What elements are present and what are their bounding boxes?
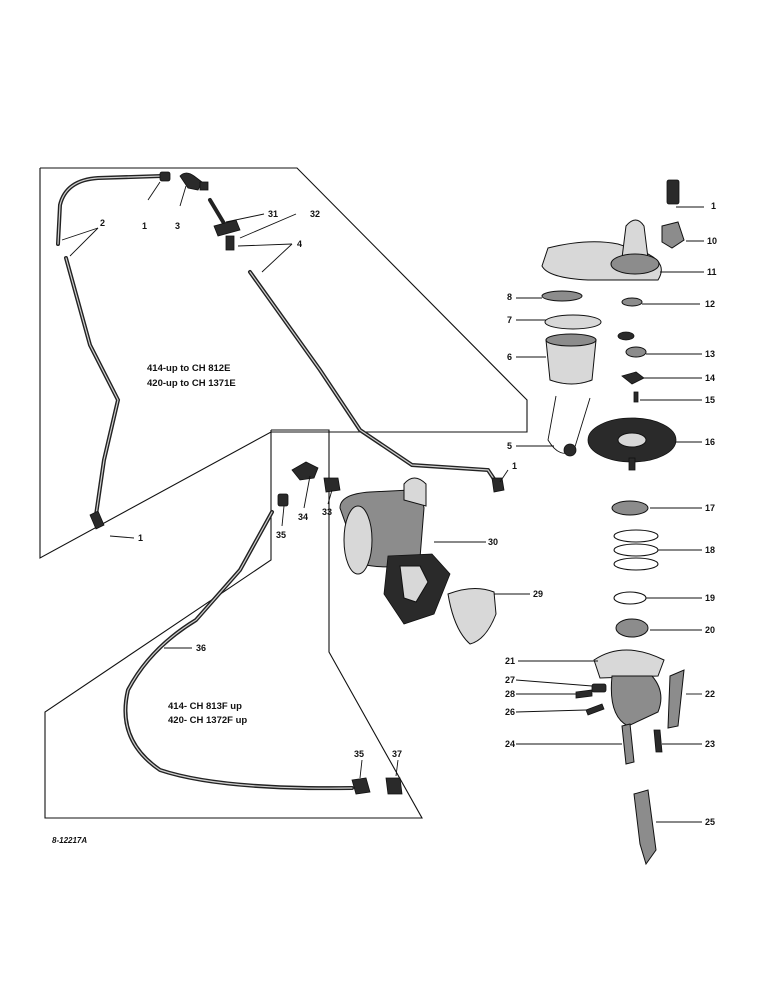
callout-29: 29 bbox=[533, 589, 543, 599]
pin-23 bbox=[653, 729, 663, 753]
callout-30: 30 bbox=[488, 537, 498, 547]
valve-parts-12-15 bbox=[617, 297, 647, 403]
upper-fuel-line-4 bbox=[208, 198, 505, 493]
callout-34: 34 bbox=[298, 512, 308, 522]
fuel-pump-assembly bbox=[339, 477, 451, 625]
note-line-3: 414- CH 813F up bbox=[168, 701, 242, 712]
callout-32: 32 bbox=[310, 209, 320, 219]
callout-16: 16 bbox=[705, 437, 715, 447]
callout-12: 12 bbox=[705, 299, 715, 309]
callout-4: 4 bbox=[297, 239, 302, 249]
callout-8: 8 bbox=[507, 292, 512, 302]
callout-35-upper: 35 bbox=[276, 530, 286, 540]
callout-6: 6 bbox=[507, 352, 512, 362]
lower-fittings bbox=[277, 461, 403, 795]
link-24 bbox=[621, 723, 635, 765]
callout-35-lower: 35 bbox=[354, 749, 364, 759]
lever-22 bbox=[667, 669, 685, 729]
callout-3: 3 bbox=[175, 221, 180, 231]
bail-5 bbox=[547, 395, 591, 457]
upper-group-frame bbox=[39, 167, 528, 559]
upper-fuel-line-2 bbox=[56, 174, 164, 530]
leader-lines bbox=[61, 181, 704, 823]
pump-body-21 bbox=[593, 649, 665, 727]
note-line-1: 414-up to CH 812E bbox=[147, 363, 230, 374]
callout-21: 21 bbox=[505, 656, 515, 666]
callout-36: 36 bbox=[196, 643, 206, 653]
retainer-17 bbox=[611, 500, 649, 516]
spring-18 bbox=[613, 529, 659, 571]
rocker-arm-25 bbox=[633, 789, 657, 866]
figure-id: 8-12217A bbox=[52, 836, 87, 845]
fuel-bowl-6 bbox=[545, 333, 597, 385]
callout-24: 24 bbox=[505, 739, 515, 749]
upper-group-note: 414-up to CH 812E 420-up to CH 1371E bbox=[147, 363, 236, 389]
callout-14: 14 bbox=[705, 373, 715, 383]
callout-10: 10 bbox=[707, 236, 717, 246]
gasket-7 bbox=[544, 314, 602, 330]
note-line-4: 420- CH 1372F up bbox=[168, 715, 247, 726]
callout-2: 2 bbox=[100, 218, 105, 228]
gasket-29 bbox=[447, 588, 497, 645]
callout-1-center: 1 bbox=[512, 461, 517, 471]
callout-labels: 1 2 3 31 32 4 1 1 1 10 11 8 12 7 13 6 14… bbox=[100, 201, 717, 827]
lower-group-frame bbox=[44, 429, 423, 819]
callout-15: 15 bbox=[705, 395, 715, 405]
lower-group-note: 414- CH 813F up 420- CH 1372F up bbox=[168, 701, 247, 726]
washer-8 bbox=[541, 290, 583, 302]
callout-13: 13 bbox=[705, 349, 715, 359]
callout-1-lower-left: 1 bbox=[138, 533, 143, 543]
lower-fuel-line-36 bbox=[123, 510, 354, 791]
callout-27: 27 bbox=[505, 675, 515, 685]
callout-33: 33 bbox=[322, 507, 332, 517]
upper-fittings-1-3 bbox=[159, 171, 209, 191]
callout-17: 17 bbox=[705, 503, 715, 513]
elbow-10 bbox=[661, 221, 685, 249]
callout-11: 11 bbox=[707, 267, 717, 277]
callout-1-upper-left: 1 bbox=[142, 221, 147, 231]
callout-19: 19 bbox=[705, 593, 715, 603]
callout-22: 22 bbox=[705, 689, 715, 699]
note-line-2: 420-up to CH 1371E bbox=[147, 378, 236, 389]
callout-25: 25 bbox=[705, 817, 715, 827]
seal-19 bbox=[613, 591, 647, 605]
fitting-1-right bbox=[666, 179, 680, 205]
callout-20: 20 bbox=[705, 625, 715, 635]
callout-23: 23 bbox=[705, 739, 715, 749]
callout-26: 26 bbox=[505, 707, 515, 717]
callout-7: 7 bbox=[507, 315, 512, 325]
upper-fittings-31-32 bbox=[213, 219, 241, 251]
callout-5: 5 bbox=[507, 441, 512, 451]
callout-18: 18 bbox=[705, 545, 715, 555]
callout-37: 37 bbox=[392, 749, 402, 759]
retainer-20 bbox=[615, 618, 649, 638]
callout-1-right: 1 bbox=[711, 201, 716, 211]
callout-28: 28 bbox=[505, 689, 515, 699]
small-parts-26-28 bbox=[575, 683, 607, 716]
diaphragm-16 bbox=[587, 417, 677, 471]
pump-cover-11 bbox=[541, 219, 662, 281]
callout-31: 31 bbox=[268, 209, 278, 219]
